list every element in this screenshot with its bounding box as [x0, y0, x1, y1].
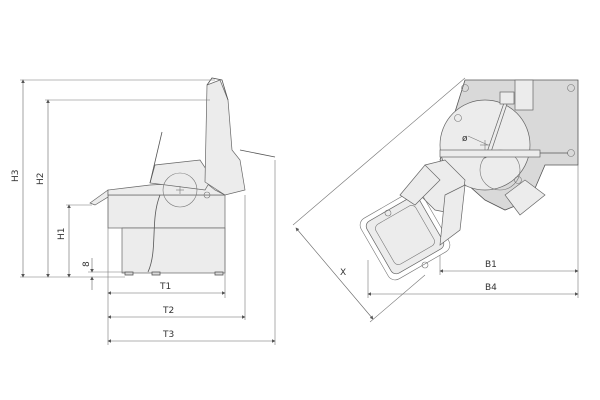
foot: [151, 271, 161, 276]
side-handle: [239, 149, 276, 158]
front-tray: [89, 189, 109, 206]
x-label: X: [340, 268, 346, 278]
b4-label: B4: [485, 283, 497, 293]
t2-label: T2: [162, 306, 174, 316]
top-view: ø X B1 B4: [292, 77, 579, 323]
h3-label: H3: [11, 170, 21, 183]
h1-label: H1: [57, 228, 67, 241]
side-view: H3 H2 H1 8 T1 T2 T3: [11, 77, 276, 345]
t3-label: T3: [162, 330, 174, 340]
b1-label: B1: [485, 260, 497, 270]
machine-base: [121, 227, 226, 274]
cable: [147, 194, 161, 273]
handle-bar: [439, 149, 541, 158]
blade-guard: [204, 79, 246, 196]
h2-label: H2: [36, 173, 46, 186]
t1-label: T1: [159, 282, 171, 292]
foot: [124, 271, 134, 276]
eight-label: 8: [82, 261, 92, 267]
foot: [214, 271, 224, 276]
lever: [149, 131, 163, 184]
diameter-label: ø: [462, 134, 468, 144]
product-tray: [359, 189, 451, 281]
blade-outline: [162, 172, 198, 208]
